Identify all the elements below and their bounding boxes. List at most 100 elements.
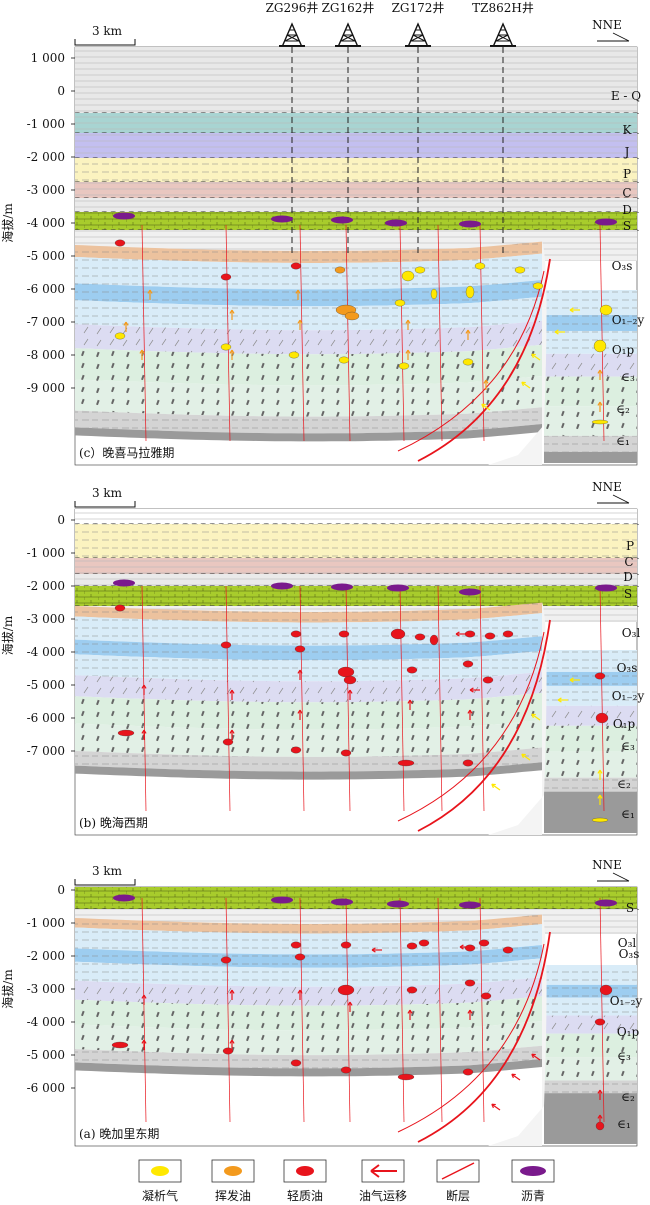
legend-item: 油气运移	[359, 1159, 407, 1203]
hydrocarbon-accumulation	[337, 984, 355, 996]
migration-arrow	[229, 1039, 235, 1050]
legend-symbol	[224, 1166, 242, 1176]
folded-layer-pattern	[75, 1021, 542, 1056]
secondary-fault	[397, 631, 545, 822]
minor-fault	[437, 585, 443, 812]
downthrown-block	[544, 290, 637, 463]
well-name-label: ZG162井	[322, 1, 375, 15]
stratum-pattern	[75, 586, 637, 606]
hydrocarbon-accumulation	[290, 262, 302, 270]
migration-arrow	[483, 379, 489, 390]
bitumen-lens	[385, 219, 407, 227]
depth-tick-label: -5 000	[27, 1048, 65, 1062]
hydrocarbon-accumulation	[397, 1073, 415, 1081]
stratum-label: ∈₁	[617, 1117, 631, 1131]
folded-layer-pattern	[75, 376, 542, 417]
stratum-pattern	[75, 133, 637, 158]
secondary-fault	[397, 270, 545, 452]
bitumen-lens	[595, 584, 617, 592]
migration-arrow	[531, 713, 541, 721]
well-name-label: ZG172井	[392, 1, 445, 15]
depth-tick-label: -2 000	[27, 949, 65, 963]
panel-caption: (a) 晚加里东期	[79, 1127, 159, 1141]
migration-arrow	[407, 1009, 413, 1020]
folded-layer-pattern	[75, 650, 542, 682]
stratum-label: C	[624, 555, 633, 569]
right-layer-pattern	[544, 1057, 637, 1081]
migration-arrow	[405, 319, 411, 330]
right-basement	[544, 451, 637, 463]
bitumen-lens	[331, 583, 353, 591]
hydrocarbon-accumulation	[290, 941, 302, 949]
hydrocarbon-accumulation	[340, 941, 352, 949]
legend: 凝析气挥发油轻质油油气运移断层沥青	[138, 1159, 555, 1203]
migration-arrow	[469, 687, 480, 693]
migration-arrow	[569, 307, 580, 313]
migration-arrow	[229, 349, 235, 360]
legend-symbol	[441, 1162, 475, 1180]
stratum-pattern	[75, 113, 637, 133]
legend-symbol	[370, 1164, 397, 1178]
minor-fault	[479, 585, 485, 812]
faults	[141, 224, 605, 462]
minor-fault	[345, 585, 351, 812]
depth-tick-label: -5 000	[27, 678, 65, 692]
hydrocarbon-accumulation	[114, 332, 126, 340]
migration-arrow	[297, 319, 303, 330]
stratum-pattern	[75, 887, 637, 909]
migration-arrow	[531, 1053, 541, 1061]
stratum-label: S	[624, 587, 632, 601]
migration-arrow	[554, 329, 565, 335]
legend-label: 油气运移	[359, 1188, 407, 1203]
right-layer-pattern	[544, 376, 637, 407]
basement	[75, 762, 542, 780]
scale-bar: 3 km	[74, 864, 136, 886]
hydrocarbon-accumulation	[480, 992, 492, 1000]
migration-arrow	[147, 289, 153, 300]
direction-label: NNE	[592, 858, 622, 872]
hydrocarbon-accumulation	[462, 1068, 474, 1076]
main-fault	[417, 619, 551, 832]
right-layer-pattern	[544, 725, 637, 752]
folded-strata	[75, 602, 542, 780]
depth-tick-label: 0	[57, 84, 65, 98]
bitumen-lens	[331, 216, 353, 224]
bitumen-lens	[113, 894, 135, 902]
hydrocarbon-accumulation	[406, 666, 418, 674]
legend-label: 轻质油	[287, 1189, 323, 1203]
bitumen-lens	[271, 215, 293, 223]
folded-layer-pattern	[75, 344, 542, 386]
secondary-fault	[397, 943, 545, 1133]
right-layer-pattern	[544, 290, 637, 316]
minor-fault	[345, 224, 351, 442]
migration-arrow	[297, 669, 303, 680]
y-axis-label: 海拔/m	[0, 615, 15, 655]
folded-strata	[75, 914, 542, 1077]
stratum-label: O₁p	[613, 717, 636, 731]
right-layer-pattern	[544, 685, 637, 706]
migration-arrow	[467, 1009, 473, 1020]
bitumen-lens	[271, 896, 293, 904]
depth-tick-label: -1 000	[27, 916, 65, 930]
hydrocarbon-accumulation	[482, 676, 494, 684]
right-layer-pattern	[544, 353, 637, 377]
hydrocarbon-accumulation	[394, 299, 406, 307]
stratum-label: P	[626, 539, 634, 553]
bitumen-lens	[331, 898, 353, 906]
hydrocarbon-accumulation	[465, 285, 475, 299]
legend-label: 挥发油	[215, 1188, 251, 1203]
hydrocarbon-accumulation	[430, 288, 438, 300]
stratum-label: K	[623, 123, 633, 137]
hydrocarbon-accumulation	[111, 1041, 129, 1049]
folded-layer-pattern	[75, 296, 542, 331]
hydrocarbon-accumulation	[418, 939, 430, 947]
hydrocarbon-accumulation	[414, 266, 426, 274]
folded-layer-pattern	[75, 241, 542, 263]
folded-layer-pattern	[75, 1045, 542, 1069]
minor-fault	[599, 224, 605, 442]
right-layer-pattern	[544, 406, 637, 436]
folded-layer-pattern	[75, 636, 542, 661]
